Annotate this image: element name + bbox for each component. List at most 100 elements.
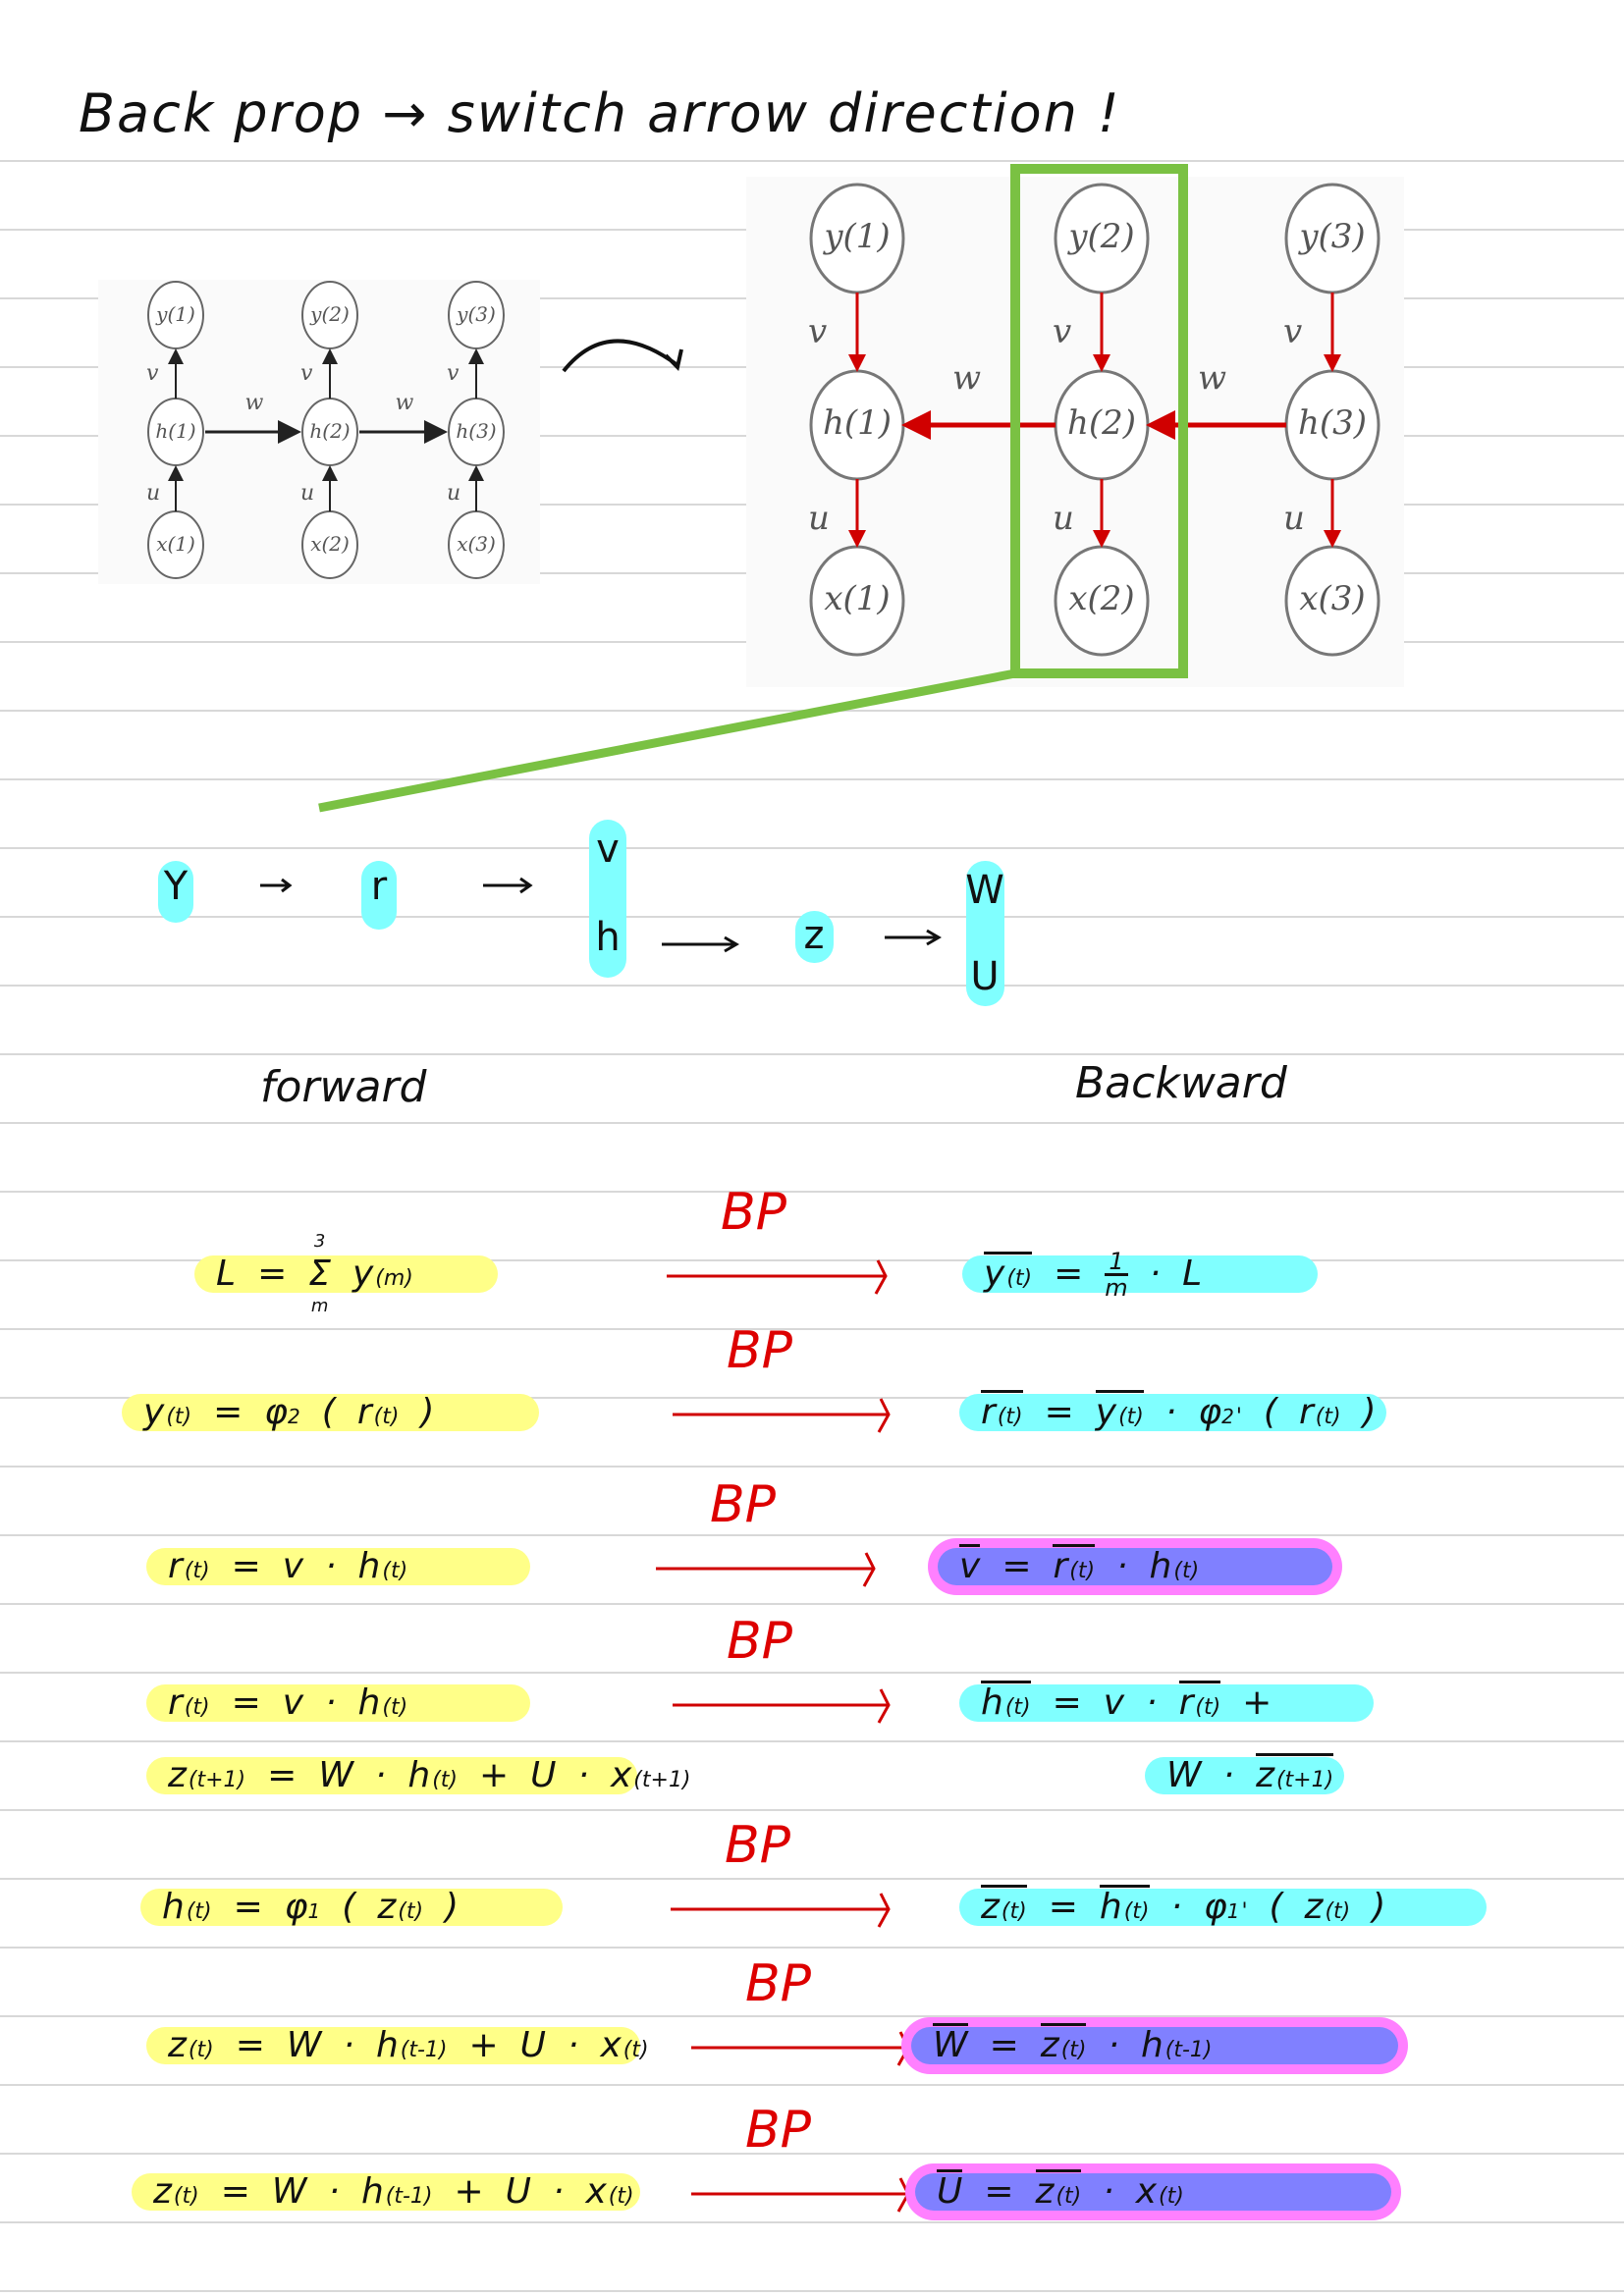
term-base: r bbox=[168, 1546, 183, 1586]
term-base: W bbox=[318, 1755, 353, 1795]
term-sup: (t) bbox=[1060, 2038, 1087, 2062]
edge-label-u: u bbox=[1053, 499, 1074, 538]
term-sup: (t+1) bbox=[1275, 1768, 1334, 1792]
term: · bbox=[1116, 1549, 1127, 1584]
term-base: h bbox=[357, 1682, 381, 1723]
term-sup: ' bbox=[1235, 1405, 1242, 1429]
term-sup: (t) bbox=[1159, 2184, 1184, 2209]
term: φ2' bbox=[1198, 1395, 1242, 1430]
forward-equation: z(t+1)=W·h(t)+U·x(t+1) bbox=[146, 1755, 691, 1795]
term-base: h bbox=[981, 1682, 1003, 1723]
term: = bbox=[1049, 1890, 1078, 1925]
term-base: · bbox=[374, 1755, 387, 1795]
term-sup: (t+1) bbox=[633, 1768, 691, 1792]
term-base: r bbox=[356, 1392, 372, 1432]
term-base: z bbox=[1035, 2171, 1055, 2212]
term: · bbox=[568, 2028, 578, 2063]
term-base: = bbox=[984, 2171, 1014, 2212]
seq-w: W bbox=[965, 868, 1004, 913]
gradient-term: r(t) bbox=[1178, 1681, 1221, 1721]
term: · bbox=[1165, 1395, 1176, 1430]
term: = bbox=[984, 2174, 1013, 2210]
term-base: U bbox=[519, 2025, 547, 2065]
term-base: L bbox=[216, 1254, 237, 1294]
term: h(t) bbox=[358, 1685, 408, 1721]
term: ( bbox=[322, 1395, 336, 1430]
term: W bbox=[287, 2028, 322, 2063]
bp-arrow bbox=[673, 1688, 891, 1724]
gradient-term: z(t) bbox=[981, 1885, 1027, 1925]
node-x3: x(3) bbox=[1299, 578, 1366, 618]
term: x(t+1) bbox=[611, 1758, 691, 1793]
term: x(t) bbox=[1136, 2174, 1184, 2210]
edge-label-u: u bbox=[447, 481, 461, 506]
bp-arrow bbox=[691, 2177, 910, 2213]
term: r(t) bbox=[168, 1685, 210, 1721]
node-y2: y(2) bbox=[310, 302, 350, 326]
edge-label-v: v bbox=[447, 361, 460, 386]
term: + bbox=[455, 2174, 484, 2210]
term-base: = bbox=[1054, 1254, 1084, 1294]
backward-equation: v=r(t)·h(t) bbox=[938, 1544, 1332, 1585]
term: · bbox=[325, 1685, 336, 1721]
term: y(m) bbox=[352, 1256, 413, 1292]
term-base: φ bbox=[1203, 1887, 1227, 1927]
term: z(t) bbox=[377, 1890, 423, 1925]
term: = bbox=[257, 1256, 287, 1292]
term-base: x bbox=[1135, 2171, 1157, 2212]
fraction-num: 1 bbox=[1105, 1250, 1128, 1276]
gradient-term: z(t) bbox=[1035, 2169, 1082, 2212]
term: U bbox=[520, 2028, 546, 2063]
term-sup: (t) bbox=[1325, 1899, 1351, 1924]
backward-equation: r(t)=y(t)·φ2'(r(t)) bbox=[959, 1390, 1386, 1432]
term: L bbox=[1182, 1256, 1202, 1292]
term: = bbox=[213, 1395, 243, 1430]
term: W bbox=[1166, 1758, 1202, 1793]
term: h(t) bbox=[358, 1549, 408, 1584]
term-base: h bbox=[357, 1546, 381, 1586]
node-h1: h(1) bbox=[822, 402, 893, 443]
term-base: ) bbox=[445, 1887, 460, 1927]
term-sub: 1 bbox=[307, 1899, 321, 1923]
term: L bbox=[216, 1256, 236, 1292]
term-base: h bbox=[162, 1887, 185, 1927]
term-sup: (t+1) bbox=[188, 1768, 246, 1792]
term: ( bbox=[1264, 1395, 1277, 1430]
term: ) bbox=[1363, 1395, 1377, 1430]
term-base: · bbox=[1103, 2171, 1114, 2212]
term-base: h bbox=[1099, 1887, 1122, 1927]
node-y3: y(3) bbox=[1299, 216, 1366, 256]
term: + bbox=[469, 2028, 499, 2063]
node-y1: y(1) bbox=[824, 216, 891, 256]
term-base: U bbox=[530, 1755, 557, 1795]
term-sup: (t) bbox=[186, 1899, 212, 1924]
node-h1: h(1) bbox=[155, 419, 196, 443]
term: · bbox=[1103, 2174, 1113, 2210]
term-base: v bbox=[1103, 1682, 1125, 1723]
term-base: y bbox=[984, 1254, 1005, 1294]
term: = bbox=[232, 1549, 261, 1584]
node-h3: h(3) bbox=[1297, 402, 1368, 443]
term: · bbox=[1150, 1256, 1161, 1292]
term-base: h bbox=[360, 2171, 384, 2212]
term-sup: (t) bbox=[188, 2038, 214, 2062]
term: U bbox=[530, 1758, 556, 1793]
term: h(t-1) bbox=[1141, 2028, 1213, 2063]
term: x(t) bbox=[600, 2028, 648, 2063]
term-base: x bbox=[585, 2171, 607, 2212]
term-sup: (t) bbox=[1315, 1405, 1341, 1429]
gradient-term: U bbox=[937, 2169, 963, 2210]
edge-label-v: v bbox=[1283, 312, 1303, 351]
term-base: y bbox=[352, 1254, 374, 1294]
term: h(t) bbox=[1150, 1549, 1200, 1584]
term-base: = bbox=[1044, 1392, 1074, 1432]
page-title: Back prop → switch arrow direction ! bbox=[79, 82, 1121, 144]
bp-label: BP bbox=[727, 1321, 793, 1380]
bp-label: BP bbox=[710, 1475, 777, 1534]
term-base: z bbox=[168, 2025, 187, 2065]
term-base: = bbox=[233, 1887, 263, 1927]
edge-label-u: u bbox=[1283, 499, 1305, 538]
term-base: W bbox=[933, 2025, 968, 2065]
